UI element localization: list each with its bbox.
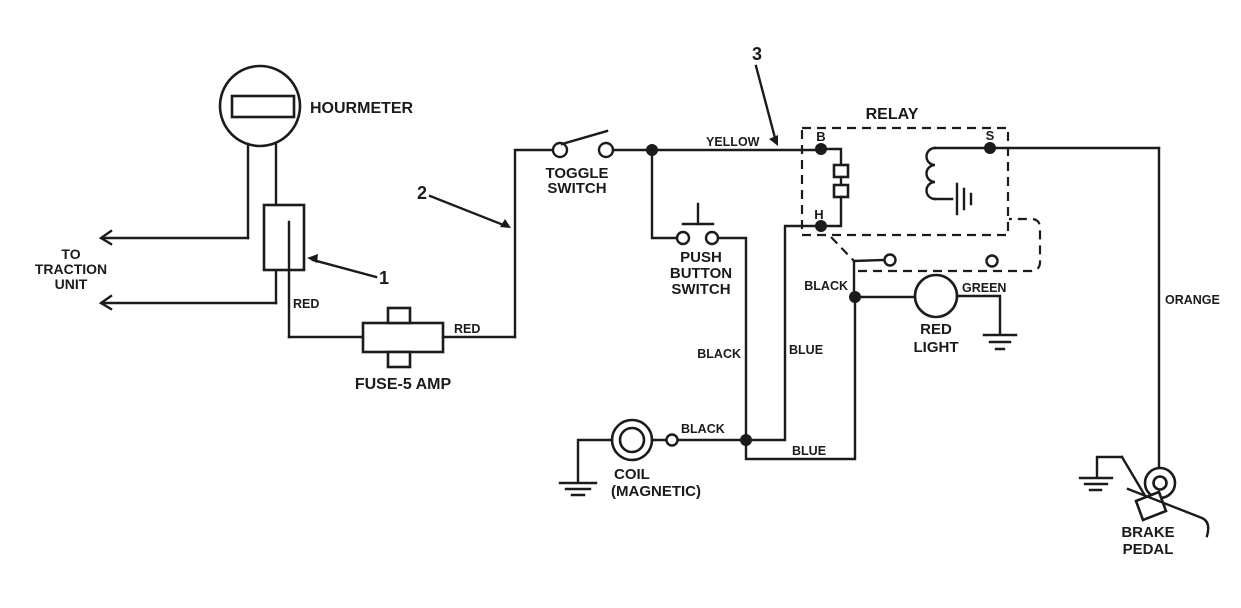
relay-terminal-s: S: [986, 128, 995, 143]
wire-label-yellow: YELLOW: [706, 135, 760, 149]
callout-1: 1: [379, 268, 389, 288]
connector-symbol: [262, 203, 365, 339]
hourmeter-symbol: [218, 64, 302, 305]
toggle-switch-label-line1: TOGGLE: [545, 165, 608, 182]
brake-pedal-label-line2: PEDAL: [1123, 541, 1174, 558]
toggle-switch-symbol: [551, 129, 817, 159]
fuse-label: FUSE-5 AMP: [355, 376, 452, 393]
push-button-switch-symbol: [650, 148, 748, 436]
wire-label-red-connector: RED: [293, 297, 319, 311]
traction-unit-label-line1: TO: [61, 246, 80, 262]
brake-pedal-label-line1: BRAKE: [1121, 524, 1174, 541]
traction-unit-label-line3: UNIT: [55, 276, 88, 292]
red-light-label-line2: LIGHT: [914, 339, 959, 356]
push-button-label-line1: PUSH: [680, 249, 722, 266]
push-button-label-line2: BUTTON: [670, 265, 732, 282]
push-button-label-line3: SWITCH: [671, 281, 730, 298]
coil-symbol: [558, 418, 742, 497]
traction-unit-wires: [98, 229, 278, 311]
wire-label-blue-bottom: BLUE: [792, 444, 826, 458]
red-light-symbol: [859, 273, 1018, 351]
callout-2: 2: [417, 183, 427, 203]
hourmeter-label: HOURMETER: [310, 100, 414, 117]
traction-unit-label-line2: TRACTION: [35, 261, 107, 277]
fuse-symbol: [361, 148, 555, 369]
coil-label-line2: (MAGNETIC): [611, 483, 701, 500]
callout-3: 3: [752, 44, 762, 64]
relay-symbol: [800, 126, 1161, 237]
wire-label-blue-relay: BLUE: [789, 343, 823, 357]
relay-terminal-h: H: [814, 207, 823, 222]
wire-label-black-push: BLACK: [697, 347, 741, 361]
relay-label: RELAY: [866, 106, 919, 123]
red-light-label-line1: RED: [920, 321, 952, 338]
toggle-switch-label-line2: SWITCH: [547, 180, 606, 197]
wire-label-red-fuse: RED: [454, 322, 480, 336]
wire-label-black-coil: BLACK: [681, 422, 725, 436]
wire-label-black-relay: BLACK: [804, 279, 848, 293]
brake-pedal-symbol: [1078, 146, 1210, 538]
callout-leaders: [307, 64, 778, 279]
coil-label-line1: COIL: [614, 466, 650, 483]
middle-wiring: [740, 224, 857, 461]
relay-terminal-b: B: [816, 129, 825, 144]
wire-label-orange: ORANGE: [1165, 293, 1220, 307]
wire-label-green: GREEN: [962, 281, 1006, 295]
relay-contact-extension: [830, 217, 1042, 303]
